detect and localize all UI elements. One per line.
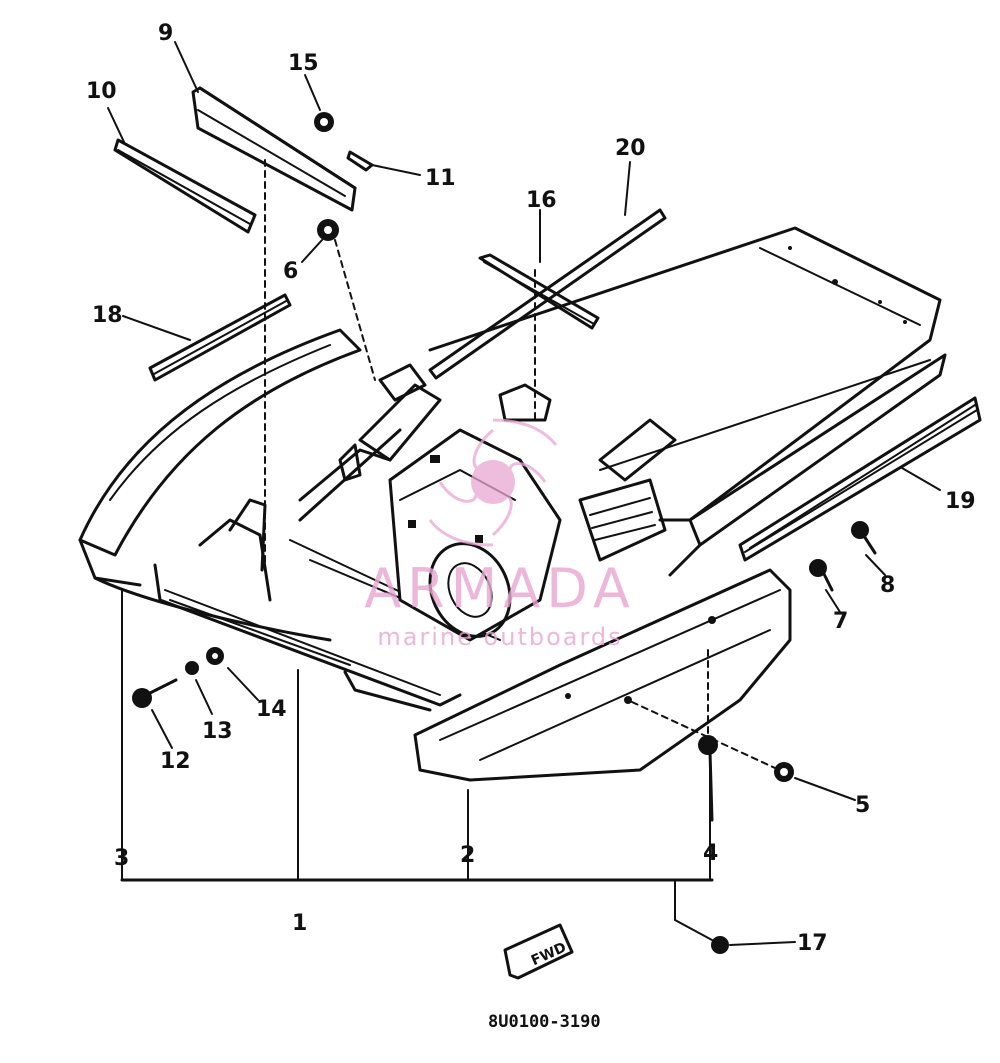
- part-7-8-bolts: [809, 521, 877, 592]
- hardware-12-13-14: [132, 647, 224, 708]
- part-19-rail: [738, 396, 982, 562]
- callout-4: 4: [703, 841, 718, 866]
- callout-7: 7: [833, 609, 848, 634]
- callout-6: 6: [283, 259, 298, 284]
- callout-5: 5: [855, 793, 870, 818]
- fwd-arrow-tag: FWD: [503, 923, 574, 980]
- leader-lines: [107, 41, 941, 946]
- callout-3: 3: [114, 846, 129, 871]
- part-10-strip: [113, 138, 257, 234]
- hull-body: [78, 226, 947, 782]
- part-6-nut: [317, 219, 339, 241]
- callout-16: 16: [526, 188, 557, 213]
- callout-18: 18: [92, 303, 123, 328]
- hardware-4-5-17: [698, 735, 794, 954]
- callout-15: 15: [288, 51, 319, 76]
- part-18-strip: [148, 293, 292, 382]
- part-20-strip: [428, 208, 667, 380]
- callout-13: 13: [202, 719, 233, 744]
- part-9-panel: [191, 86, 357, 212]
- callout-11: 11: [425, 166, 456, 191]
- callout-14: 14: [256, 697, 287, 722]
- callout-1: 1: [292, 911, 307, 936]
- callout-20: 20: [615, 136, 646, 161]
- callout-2: 2: [460, 843, 475, 868]
- watermark-logo: [428, 418, 558, 547]
- watermark-tagline: marine outboards: [377, 623, 622, 651]
- callout-8: 8: [880, 573, 895, 598]
- watermark-brand: ARMADA: [364, 557, 636, 620]
- part-15-nut: [314, 112, 334, 132]
- callout-labels: 1 2 3 4 5 6 7 8 9 10 11 12 13 14 15 16 1…: [86, 21, 976, 956]
- callout-19: 19: [945, 489, 976, 514]
- callout-9: 9: [158, 21, 173, 46]
- callout-10: 10: [86, 79, 117, 104]
- part-11-clip: [346, 150, 374, 172]
- part-code: 8U0100-3190: [488, 1012, 601, 1032]
- callout-17: 17: [797, 931, 828, 956]
- callout-12: 12: [160, 749, 191, 774]
